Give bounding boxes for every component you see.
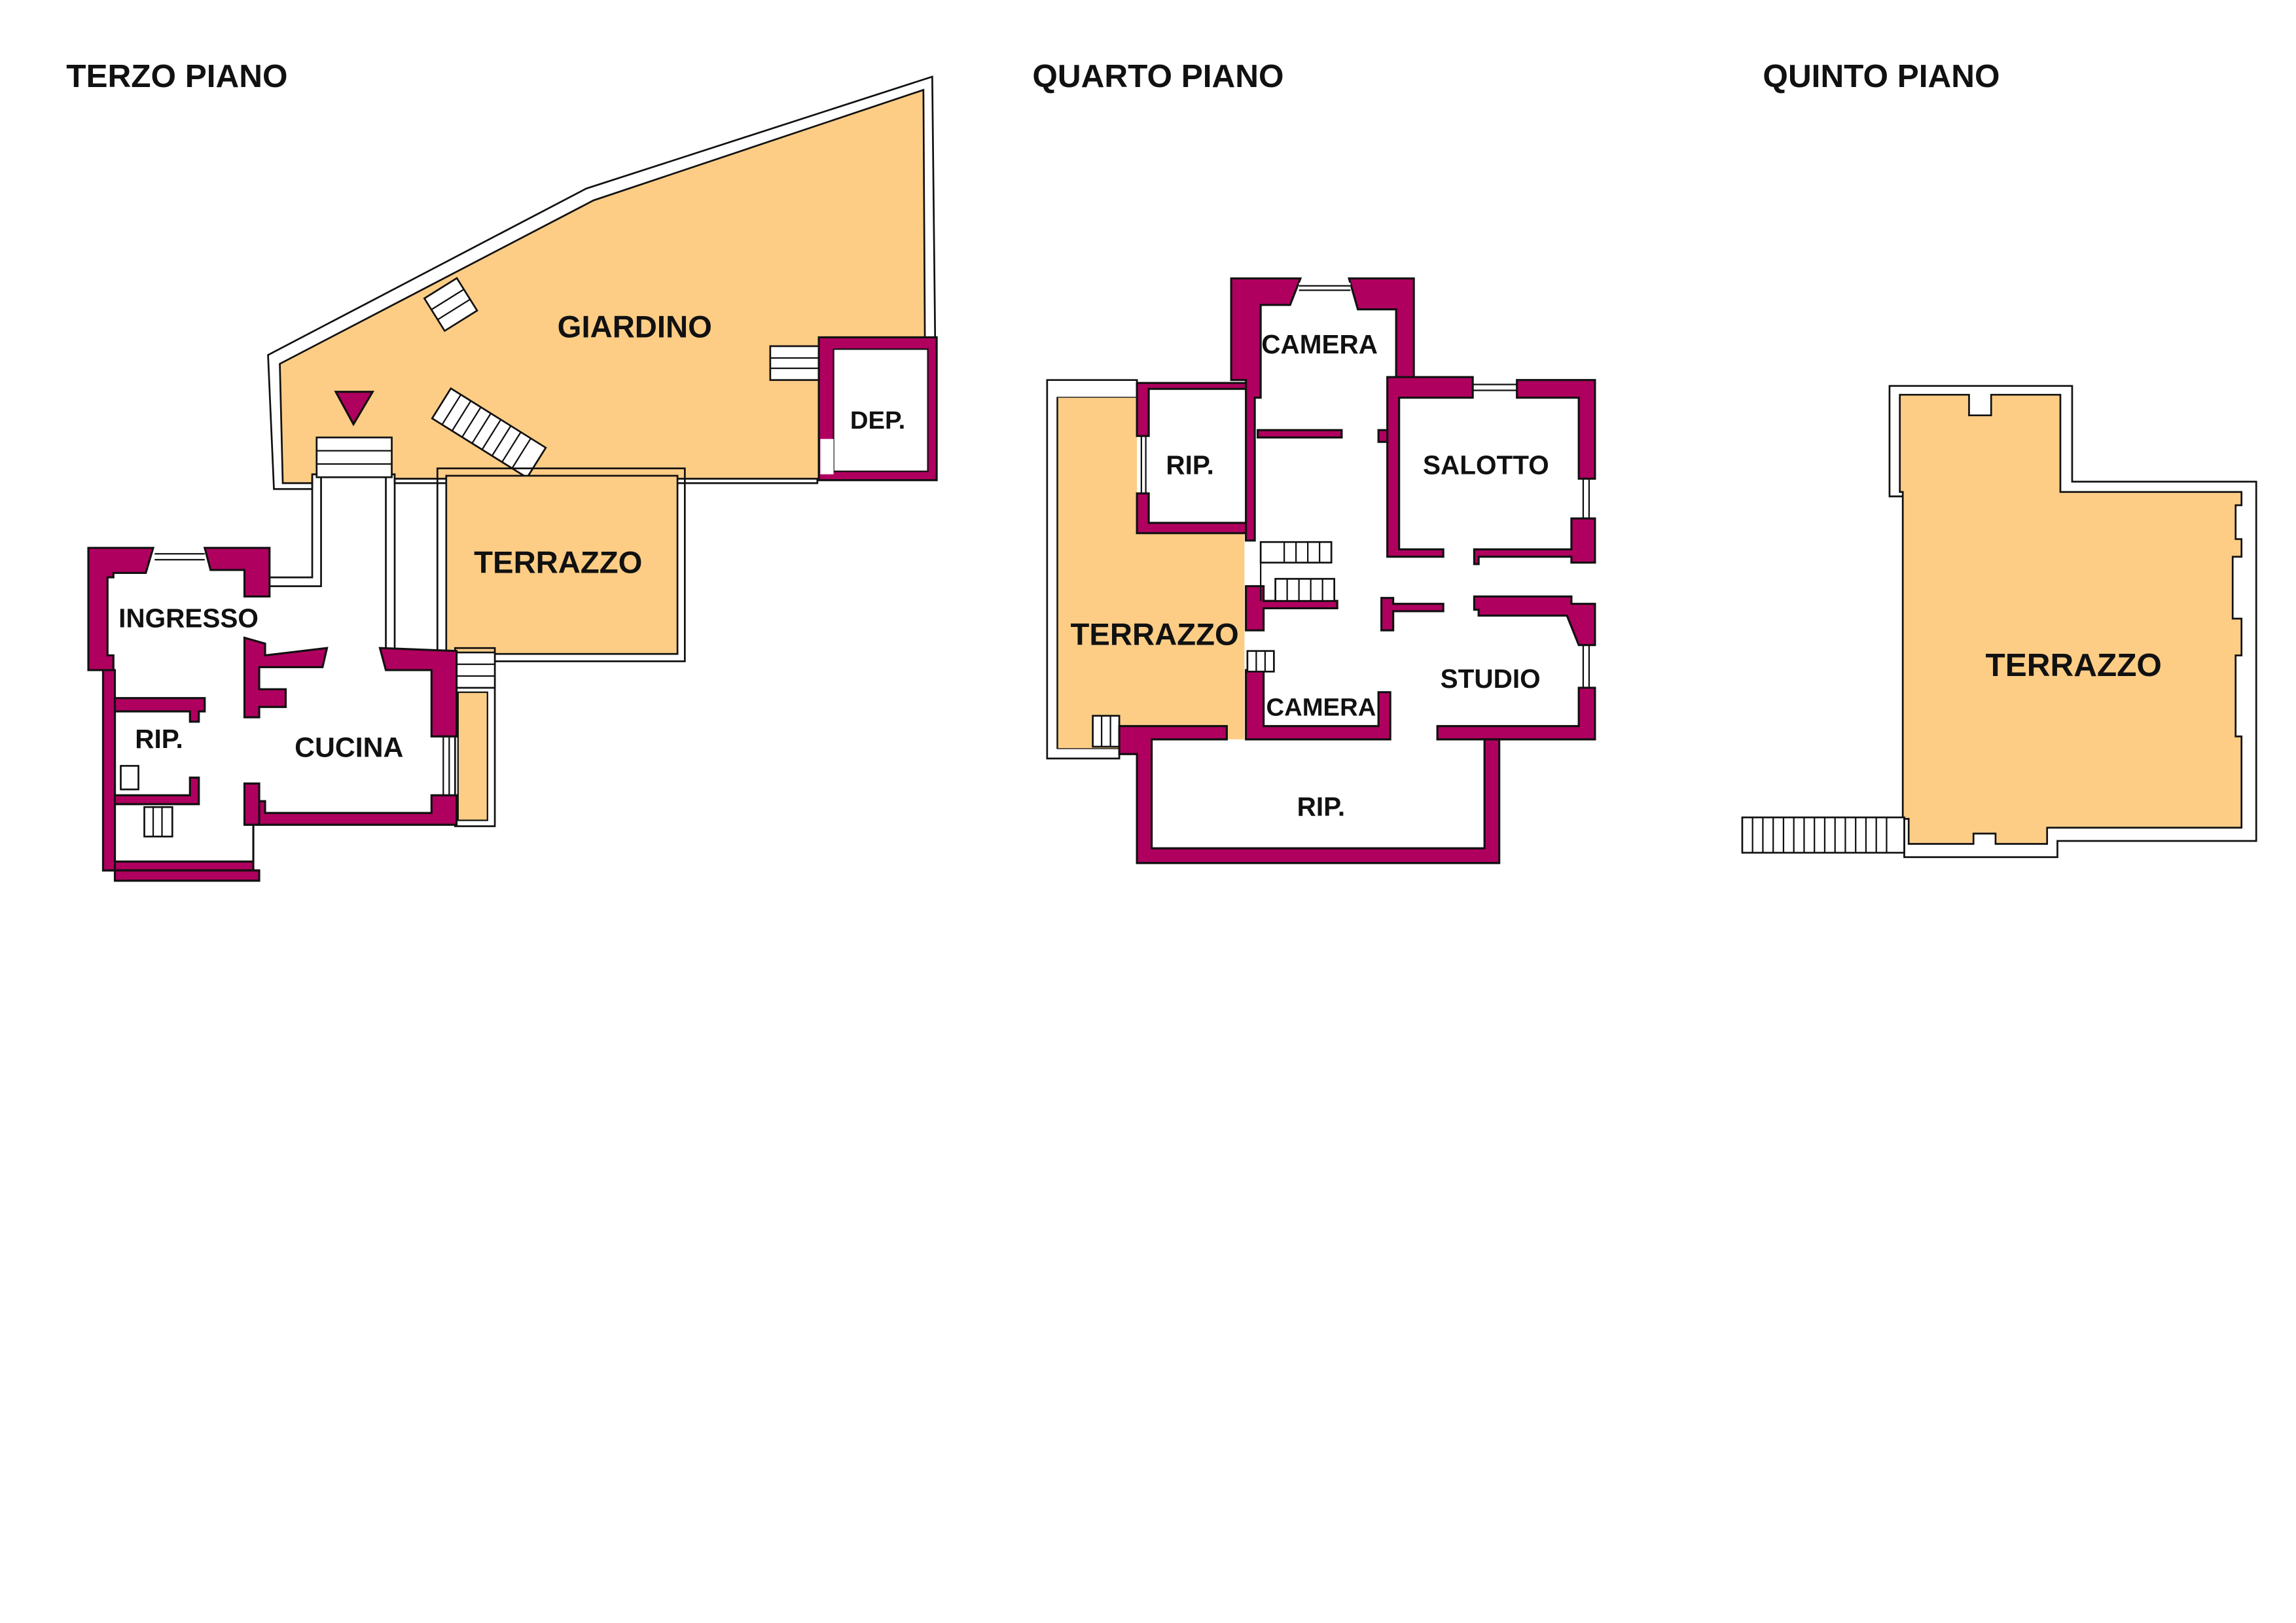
room-label-terrazzo-3: TERRAZZO: [474, 545, 642, 580]
room-label-ingresso: INGRESSO: [118, 603, 259, 633]
room-terrazzo-5: TERRAZZO: [1888, 385, 2257, 859]
stairs-rip-lower: [143, 806, 173, 838]
room-label-terrazzo-5: TERRAZZO: [1985, 647, 2161, 683]
entrance-triangle-icon: [334, 391, 375, 427]
corridor-walls: [269, 477, 396, 649]
floor-title-quinto: QUINTO PIANO: [1763, 58, 2000, 94]
floor-quarto-piano: QUARTO PIANO TERRAZZO: [1032, 58, 1596, 865]
room-label-salotto: SALOTTO: [1423, 450, 1549, 480]
room-label-dep: DEP.: [850, 406, 905, 435]
stairs-rip: [120, 764, 139, 791]
entrance-stairs: [315, 437, 393, 478]
room-terrazzo-4: TERRAZZO: [1046, 379, 1245, 760]
stairs-diagonal-large: [431, 387, 547, 479]
room-label-camera-bottom: CAMERA: [1266, 694, 1376, 722]
room-label-rip-3: RIP.: [135, 724, 183, 754]
floor-quinto-piano: QUINTO PIANO TERRAZZO: [1741, 58, 2257, 859]
room-label-studio: STUDIO: [1441, 664, 1541, 694]
side-terrace: [454, 647, 496, 827]
room-terrazzo-3: TERRAZZO: [436, 467, 686, 662]
floor-title-terzo: TERZO PIANO: [66, 58, 287, 94]
room-label-giardino: GIARDINO: [558, 310, 712, 344]
room-dep: DEP.: [817, 336, 938, 482]
stairs-diagonal-small: [423, 277, 478, 332]
room-label-cucina: CUCINA: [295, 732, 403, 764]
external-stairs: [1741, 816, 1905, 854]
stairs-dep: [769, 345, 820, 382]
giardino-area: GIARDINO: [267, 75, 938, 490]
floor-terzo-piano: TERZO PIANO GIARDINO DE: [66, 58, 938, 882]
room-label-rip-top: RIP.: [1166, 450, 1214, 480]
building-walls-3: [87, 546, 458, 882]
room-label-camera-top: CAMERA: [1261, 329, 1378, 359]
building-walls-4: [1118, 277, 1596, 865]
room-label-terrazzo-4: TERRAZZO: [1071, 618, 1239, 652]
floor-title-quarto: QUARTO PIANO: [1032, 58, 1283, 94]
room-label-rip-bottom: RIP.: [1297, 792, 1346, 822]
stairs-internal: [1246, 541, 1335, 673]
